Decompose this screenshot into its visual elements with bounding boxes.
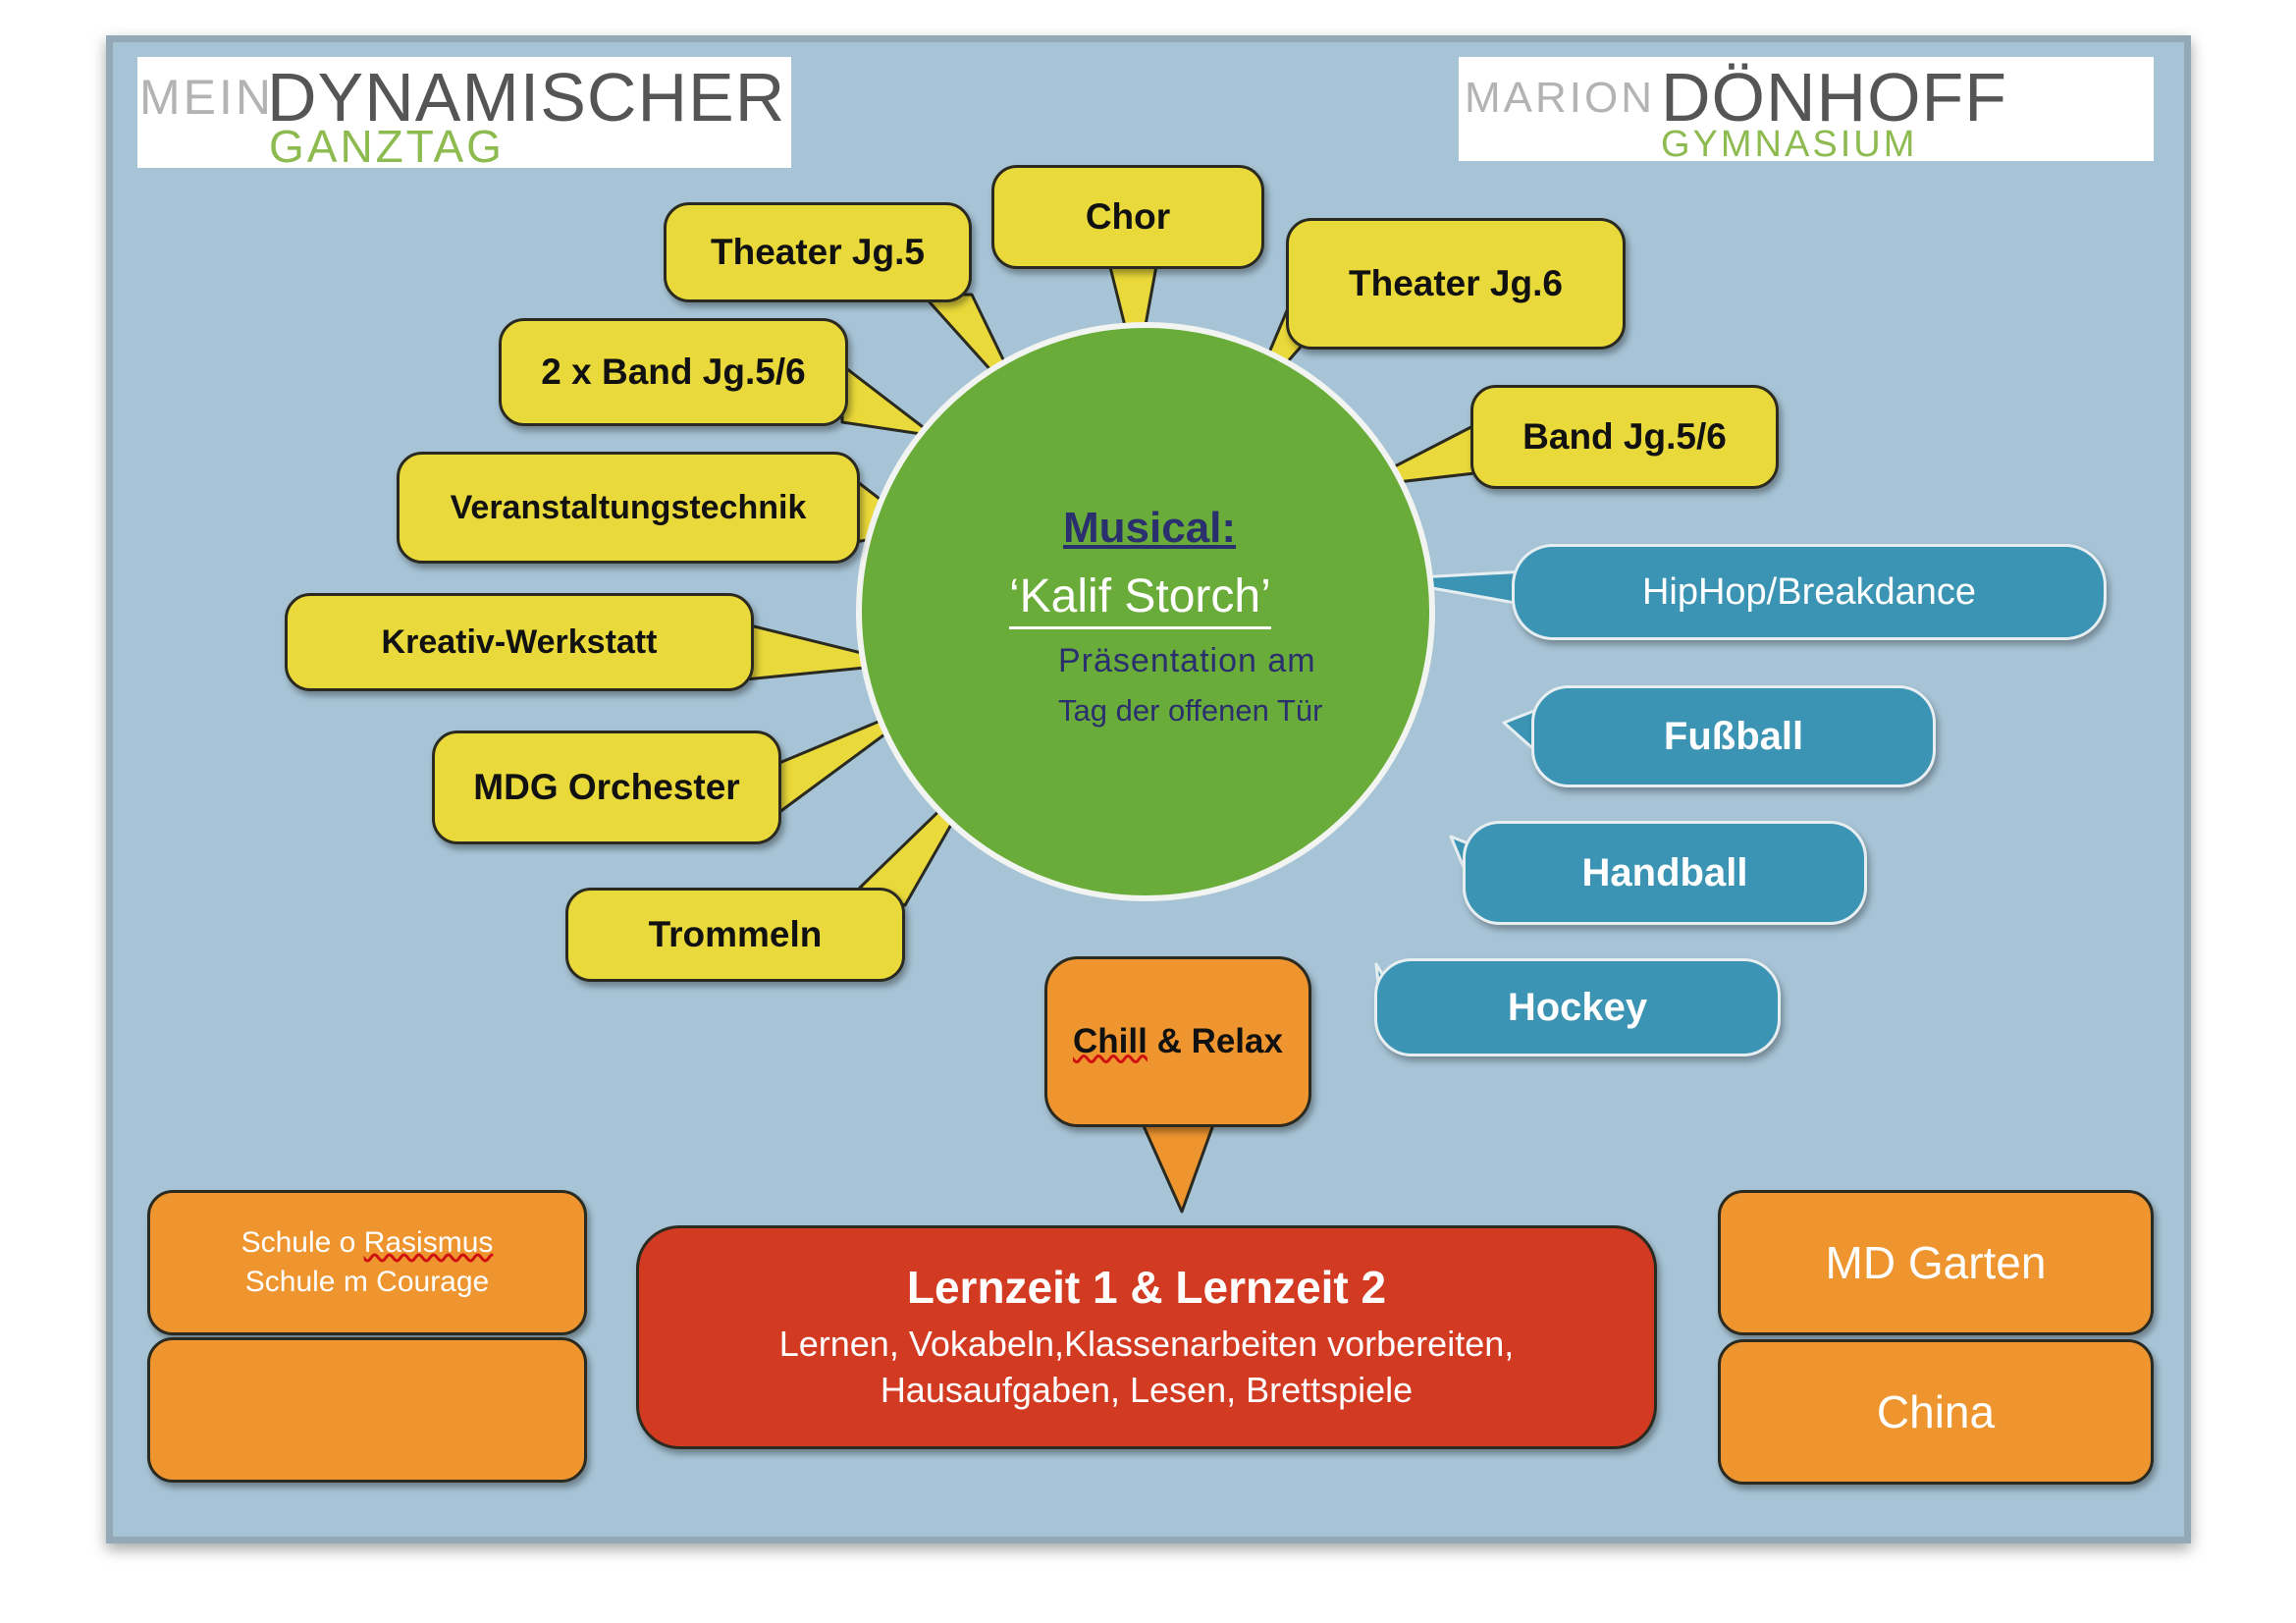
logo-gymnasium-main: DÖNHOFF — [1661, 59, 2008, 135]
bubble-hockey: Hockey — [1374, 958, 1781, 1056]
box-empty — [147, 1337, 587, 1483]
schule-line-1b: Rasismus — [363, 1225, 494, 1259]
bubble-fussball: Fußball — [1531, 685, 1936, 787]
schule-line-2: Schule m Courage — [244, 1266, 490, 1298]
lernzeit-title: Lernzeit 1 & Lernzeit 2 — [906, 1262, 1387, 1314]
box-schule-ohne-rassismus: Schule o Rasismus Schule m Courage — [147, 1190, 587, 1335]
musical-subtitle: ‘Kalif Storch’ — [1009, 573, 1271, 629]
bubble-chor: Chor — [991, 165, 1264, 269]
bubble-hiphop-breakdance: HipHop/Breakdance — [1512, 544, 2107, 640]
schule-line-1a: Schule o — [240, 1225, 364, 1259]
logo-ganztag-sub: GANZTAG — [269, 121, 505, 172]
bubble-kreativ-werkstatt: Kreativ-Werkstatt — [285, 593, 754, 691]
bubble-trommeln: Trommeln — [565, 888, 905, 982]
logo-gymnasium: MARION DÖNHOFF GYMNASIUM — [1459, 57, 2154, 165]
lernzeit-line-1: Lernen, Vokabeln,Klassenarbeiten vorbere… — [778, 1324, 1515, 1365]
musical-line-2: Tag der offenen Tür — [1058, 693, 1323, 728]
logo-gymnasium-prefix: MARION — [1465, 74, 1655, 122]
chill-rest: & Relax — [1147, 1022, 1283, 1060]
bubble-2x-band: 2 x Band Jg.5/6 — [499, 318, 848, 426]
logo-ganztag: MEIN DYNAMISCHER GANZTAG — [137, 57, 791, 172]
bubble-theater-jg6: Theater Jg.6 — [1286, 218, 1626, 350]
lernzeit-line-2: Hausaufgaben, Lesen, Brettspiele — [880, 1370, 1414, 1410]
box-lernzeit: Lernzeit 1 & Lernzeit 2 Lernen, Vokabeln… — [636, 1225, 1657, 1449]
musical-circle: Musical: ‘Kalif Storch’ Präsentation am … — [856, 322, 1435, 901]
schule-line-1: Schule o Rasismus — [241, 1223, 494, 1264]
bubble-handball: Handball — [1463, 821, 1867, 925]
box-china: China — [1718, 1339, 2154, 1485]
bubble-mdg-orchester: MDG Orchester — [432, 730, 781, 844]
logo-ganztag-main: DYNAMISCHER — [267, 59, 786, 135]
logo-ganztag-prefix: MEIN — [139, 70, 274, 125]
logo-gymnasium-sub: GYMNASIUM — [1661, 124, 1918, 165]
chill-word: Chill — [1073, 1022, 1148, 1060]
bubble-band: Band Jg.5/6 — [1470, 385, 1779, 489]
bubble-veranstaltungstechnik: Veranstaltungstechnik — [397, 452, 860, 564]
musical-title: Musical: — [1063, 504, 1237, 552]
box-md-garten: MD Garten — [1718, 1190, 2154, 1335]
musical-line-1: Präsentation am — [1058, 642, 1316, 679]
bubble-chill-relax: Chill & Relax — [1044, 956, 1311, 1127]
bubble-theater-jg5: Theater Jg.5 — [664, 202, 972, 302]
